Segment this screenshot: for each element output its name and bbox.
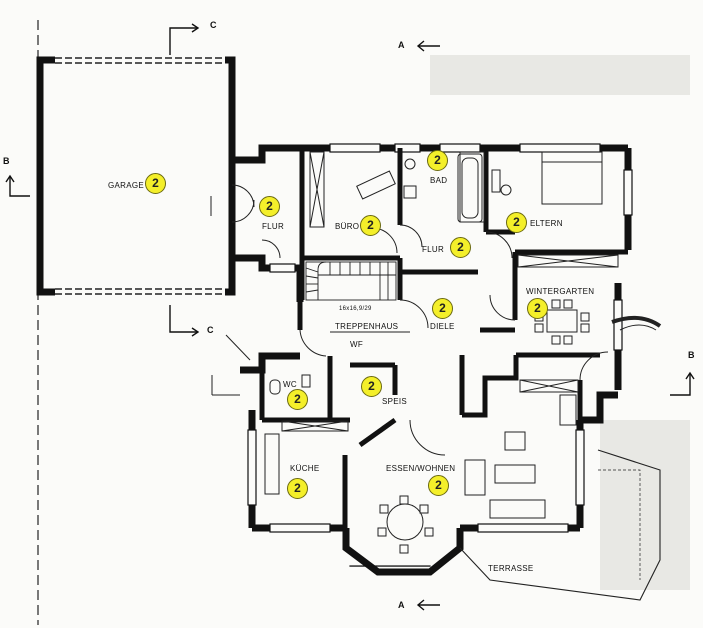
built-in-cabinets <box>281 151 619 432</box>
room-label-wintergarten: WINTERGARTEN <box>526 287 595 296</box>
garage <box>36 56 236 296</box>
room-label-garage: GARAGE <box>108 181 145 190</box>
room-label-kueche: KÜCHE <box>290 464 320 473</box>
area-badge-wintergarten: 2 <box>527 298 548 319</box>
section-label-c-bottom: C <box>207 325 214 335</box>
area-badge-essen-wohnen: 2 <box>428 475 449 496</box>
room-label-flur: FLUR <box>422 245 445 254</box>
area-badge-garage: 2 <box>145 173 166 194</box>
misc-lines <box>211 331 410 396</box>
section-marker-c-bottom <box>169 305 200 337</box>
wf-label: WF <box>350 340 364 349</box>
room-label-speis: SPEIS <box>382 397 408 406</box>
room-label-bad: BAD <box>430 176 448 185</box>
room-label-diele: DIELE <box>430 322 455 331</box>
area-badge-flur: 2 <box>450 237 471 258</box>
room-label-essen-wohnen: ESSEN/WOHNEN <box>386 464 456 473</box>
section-label-b-left: B <box>3 156 10 166</box>
section-marker-a-top <box>416 40 440 52</box>
room-label-terrasse: TERRASSE <box>488 564 534 573</box>
section-label-c-top: C <box>210 20 217 30</box>
section-label-a-top: A <box>398 40 405 50</box>
section-label-b-right: B <box>688 350 695 360</box>
room-label-flur-west: FLUR <box>262 222 285 231</box>
staircase <box>305 261 397 301</box>
section-marker-a-bottom <box>416 599 440 611</box>
windows <box>247 143 633 567</box>
room-label-treppenhaus: TREPPENHAUS <box>335 322 399 331</box>
area-badge-diele: 2 <box>432 298 453 319</box>
area-badge-buero: 2 <box>360 215 381 236</box>
area-badge-speis: 2 <box>361 376 382 397</box>
stair-note: 16x16,9/29 <box>339 306 372 312</box>
area-badge-wc: 2 <box>287 389 308 410</box>
section-marker-b-left <box>5 174 30 197</box>
room-label-wc: WC <box>283 380 297 389</box>
area-badge-eltern: 2 <box>506 212 527 233</box>
section-marker-b-right <box>670 371 695 396</box>
exterior-walls <box>228 144 632 576</box>
door-swings <box>231 184 662 456</box>
section-marker-c-top <box>169 23 200 55</box>
section-label-a-bottom: A <box>398 600 405 610</box>
area-badge-kueche: 2 <box>287 478 308 499</box>
room-label-buero: BÜRO <box>335 222 360 231</box>
area-badge-flur-west: 2 <box>259 196 280 217</box>
paper-speckle <box>430 55 690 590</box>
interior-walls <box>259 148 628 528</box>
area-badge-bad: 2 <box>427 150 448 171</box>
room-label-eltern: ELTERN <box>530 219 563 228</box>
